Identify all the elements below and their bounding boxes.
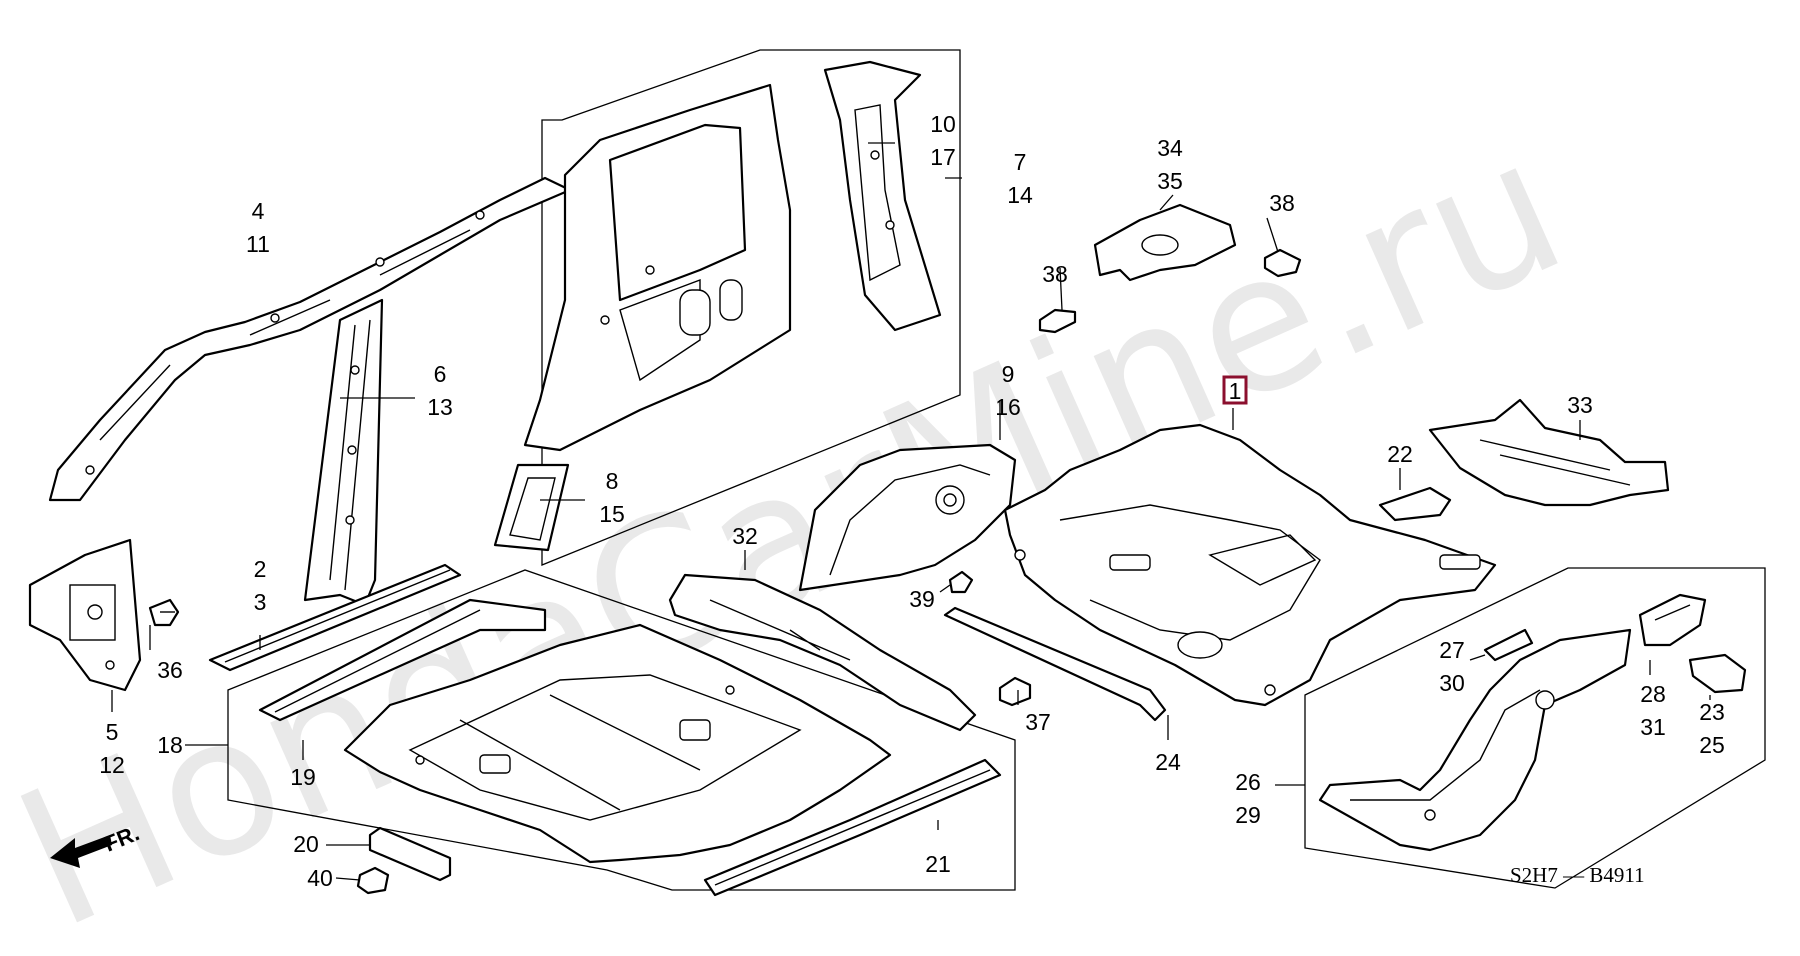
bracket-27 [1483, 628, 1534, 662]
front-floor-group-frame [227, 569, 1016, 891]
rear-pillar [823, 60, 942, 332]
bracket-23 [1688, 653, 1747, 694]
quarter-extension [493, 463, 570, 552]
front-arrow-icon [50, 835, 112, 868]
callout-36[interactable]: 36 [157, 657, 183, 683]
center-pillar [303, 298, 384, 607]
callout-32[interactable]: 32 [732, 523, 758, 549]
callout-17[interactable]: 17 [930, 144, 956, 170]
bolt-38-right [1263, 248, 1302, 278]
callout-3[interactable]: 3 [254, 589, 267, 615]
rear-frame-group-frame [1304, 567, 1766, 889]
callout-15[interactable]: 15 [599, 501, 625, 527]
callout-8[interactable]: 8 [606, 468, 619, 494]
callout-33[interactable]: 33 [1567, 392, 1593, 418]
callout-2[interactable]: 2 [254, 556, 267, 582]
callout-26[interactable]: 26 [1235, 769, 1261, 795]
front-floor-pan [343, 623, 892, 864]
roof-side-rail [48, 176, 572, 502]
callout-25[interactable]: 25 [1699, 732, 1725, 758]
callout-38-right[interactable]: 38 [1269, 190, 1295, 216]
callout-37[interactable]: 37 [1025, 709, 1051, 735]
front-crossmember-19 [258, 598, 547, 722]
rear-wheelhouse [798, 443, 1017, 592]
spare-tire-bracket [1093, 203, 1237, 282]
callout-38-left[interactable]: 38 [1042, 261, 1068, 287]
callout-20[interactable]: 20 [293, 831, 319, 857]
callout-28[interactable]: 28 [1640, 681, 1666, 707]
bolt-36 [148, 598, 180, 627]
side-sill-21 [703, 758, 1002, 897]
nut-40 [356, 866, 390, 895]
rear-crossmember [1428, 398, 1670, 507]
callout-40[interactable]: 40 [307, 865, 333, 891]
bolt-39 [948, 570, 974, 594]
side-sill-inner [208, 563, 462, 672]
callout-22[interactable]: 22 [1387, 441, 1413, 467]
callout-21[interactable]: 21 [925, 851, 951, 877]
callout-27[interactable]: 27 [1439, 637, 1465, 663]
bolt-38-left [1038, 308, 1077, 334]
callout-34[interactable]: 34 [1157, 135, 1183, 161]
callout-10[interactable]: 10 [930, 111, 956, 137]
rear-frame [1318, 628, 1632, 852]
leader-lines [111, 142, 1711, 881]
callout-labels: 1 2 3 4 11 5 12 6 13 7 14 8 15 9 16 10 1… [99, 111, 1725, 891]
callout-1[interactable]: 1 [1229, 378, 1242, 404]
callout-14[interactable]: 14 [1007, 182, 1033, 208]
small-bracket-22 [1378, 486, 1452, 522]
callout-29[interactable]: 29 [1235, 802, 1261, 828]
callout-39[interactable]: 39 [909, 586, 935, 612]
diagram-code: S2H7 — B4911 [1510, 863, 1645, 887]
bolt-37 [998, 676, 1032, 707]
callout-5[interactable]: 5 [106, 719, 119, 745]
callout-4[interactable]: 4 [252, 198, 265, 224]
rear-floor-pan [1003, 423, 1497, 707]
callout-30[interactable]: 30 [1439, 670, 1465, 696]
bracket-20 [368, 826, 452, 882]
callout-19[interactable]: 19 [290, 764, 316, 790]
callout-18[interactable]: 18 [157, 732, 183, 758]
middle-crossmember [668, 573, 977, 732]
callout-16[interactable]: 16 [995, 394, 1021, 420]
front-pillar-bracket [28, 538, 142, 692]
highlighted-callout-box [1222, 375, 1248, 405]
callout-24[interactable]: 24 [1155, 749, 1181, 775]
callout-23[interactable]: 23 [1699, 699, 1725, 725]
callout-6[interactable]: 6 [434, 361, 447, 387]
floor-rod [943, 606, 1167, 722]
bracket-28 [1638, 593, 1707, 647]
callout-35[interactable]: 35 [1157, 168, 1183, 194]
callout-12[interactable]: 12 [99, 752, 125, 778]
callout-13[interactable]: 13 [427, 394, 453, 420]
callout-11[interactable]: 11 [246, 231, 270, 257]
callout-31[interactable]: 31 [1640, 714, 1666, 740]
rear-panel-group-frame [541, 49, 961, 566]
quarter-panel-inner [523, 83, 792, 452]
callout-7[interactable]: 7 [1014, 149, 1027, 175]
callout-9[interactable]: 9 [1002, 361, 1015, 387]
